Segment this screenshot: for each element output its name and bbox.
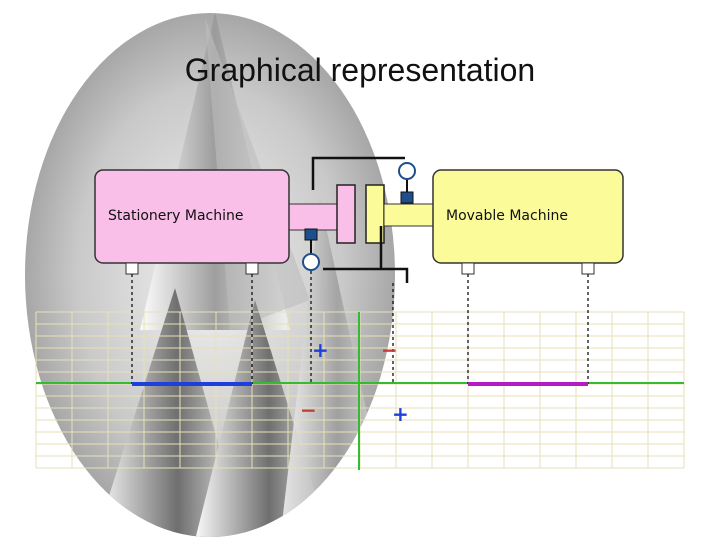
movable-machine-body xyxy=(432,169,624,264)
movable-rear-foot xyxy=(581,262,595,275)
stationary-machine-label: Stationery Machine xyxy=(108,208,244,224)
background-oval xyxy=(25,13,395,537)
upper-dial-indicator-icon xyxy=(398,162,416,180)
movable-front-foot xyxy=(461,262,475,275)
stationary-shaft xyxy=(288,203,340,231)
lower-indicator-bracket xyxy=(302,226,409,283)
upper-indicator-bracket xyxy=(311,156,416,204)
stationary-coupling-hub xyxy=(336,184,356,244)
projection-lines xyxy=(131,271,589,384)
slide-title: Graphical representation xyxy=(184,52,536,88)
stationary-machine-body xyxy=(94,169,290,264)
movable-shaft xyxy=(383,203,435,227)
movable-machine-label: Movable Machine xyxy=(446,208,568,224)
minus-sign-upper: − xyxy=(381,338,398,362)
plus-sign-lower: + xyxy=(392,402,409,426)
lower-dial-indicator-icon xyxy=(302,253,320,271)
minus-sign-lower: − xyxy=(300,398,317,422)
plus-sign-upper: + xyxy=(312,338,329,362)
stationary-rear-foot xyxy=(245,262,259,275)
stationary-front-foot xyxy=(125,262,139,275)
